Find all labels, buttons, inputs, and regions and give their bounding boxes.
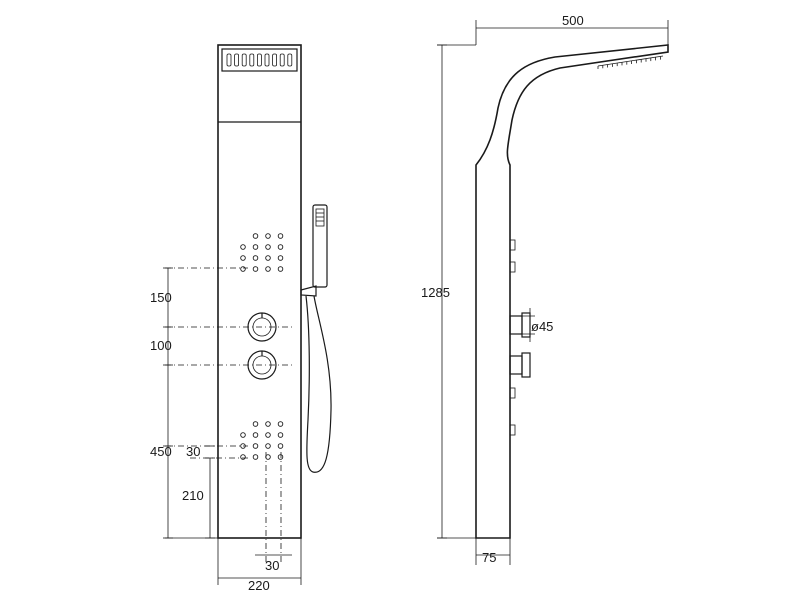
jet-nozzle [240, 454, 246, 460]
jet-nozzle [252, 421, 259, 427]
side-view [437, 20, 669, 565]
jet-nozzle [277, 421, 284, 427]
dim-label-210: 210 [182, 488, 204, 503]
panel-side-outline [475, 44, 669, 539]
side-jets [509, 239, 516, 436]
vent-slot [279, 53, 285, 67]
jet-nozzle [277, 266, 284, 272]
jet-nozzle [252, 255, 259, 261]
jet-nozzle [240, 244, 246, 250]
jet-nozzle [277, 244, 284, 250]
vent-slot [249, 53, 255, 67]
side-jet [509, 424, 516, 436]
side-jet [509, 239, 516, 251]
jet-nozzle [265, 443, 271, 449]
head-underside [597, 55, 664, 67]
top-vent-frame [221, 48, 298, 72]
vent-slot [264, 53, 270, 67]
upper-body-jets [240, 233, 284, 272]
side-valve-upper [509, 312, 531, 338]
jet-nozzle [265, 421, 271, 427]
side-jet [509, 387, 516, 399]
side-jet [509, 261, 516, 273]
front-view [163, 44, 332, 585]
dim-label-30-rows: 30 [186, 444, 200, 459]
jet-nozzle [277, 432, 284, 438]
vent-slot [241, 53, 247, 67]
jet-nozzle [240, 432, 246, 438]
dim-label-30-cols: 30 [265, 558, 279, 573]
jet-nozzle [252, 233, 259, 239]
dim-label-100: 100 [150, 338, 172, 353]
jet-nozzle [265, 432, 271, 438]
top-vent-slots [226, 53, 293, 67]
panel-front-outline [217, 44, 302, 539]
jet-nozzle [265, 266, 271, 272]
vent-slot [256, 53, 262, 67]
vent-slot [226, 53, 232, 67]
jet-nozzle [252, 454, 259, 460]
jet-nozzle [252, 244, 259, 250]
lower-body-jets [240, 421, 284, 460]
jet-nozzle [252, 432, 259, 438]
vent-slot [287, 53, 293, 67]
jet-nozzle [252, 443, 259, 449]
dim-label-75: 75 [482, 550, 496, 565]
head-nozzle-ticks [597, 56, 661, 69]
jet-nozzle [265, 233, 271, 239]
dim-label-220: 220 [248, 578, 270, 593]
hand-shower [300, 204, 332, 473]
jet-nozzle [277, 233, 284, 239]
jet-nozzle [265, 255, 271, 261]
jet-nozzle [277, 443, 284, 449]
vent-slot [272, 53, 278, 67]
vent-slot [234, 53, 240, 67]
dim-label-150: 150 [150, 290, 172, 305]
dim-label-diameter-45: ø45 [531, 319, 553, 334]
dim-ticks-left [163, 267, 215, 539]
jet-nozzle [277, 454, 284, 460]
jet-nozzle [277, 255, 284, 261]
dim-label-500: 500 [562, 13, 584, 28]
dim-label-450: 450 [150, 444, 172, 459]
jet-nozzle [240, 266, 246, 272]
side-valve-lower [509, 352, 531, 378]
jet-nozzle [252, 266, 259, 272]
jet-nozzle [240, 255, 246, 261]
dim-label-1285: 1285 [421, 285, 450, 300]
jet-nozzle [265, 244, 271, 250]
